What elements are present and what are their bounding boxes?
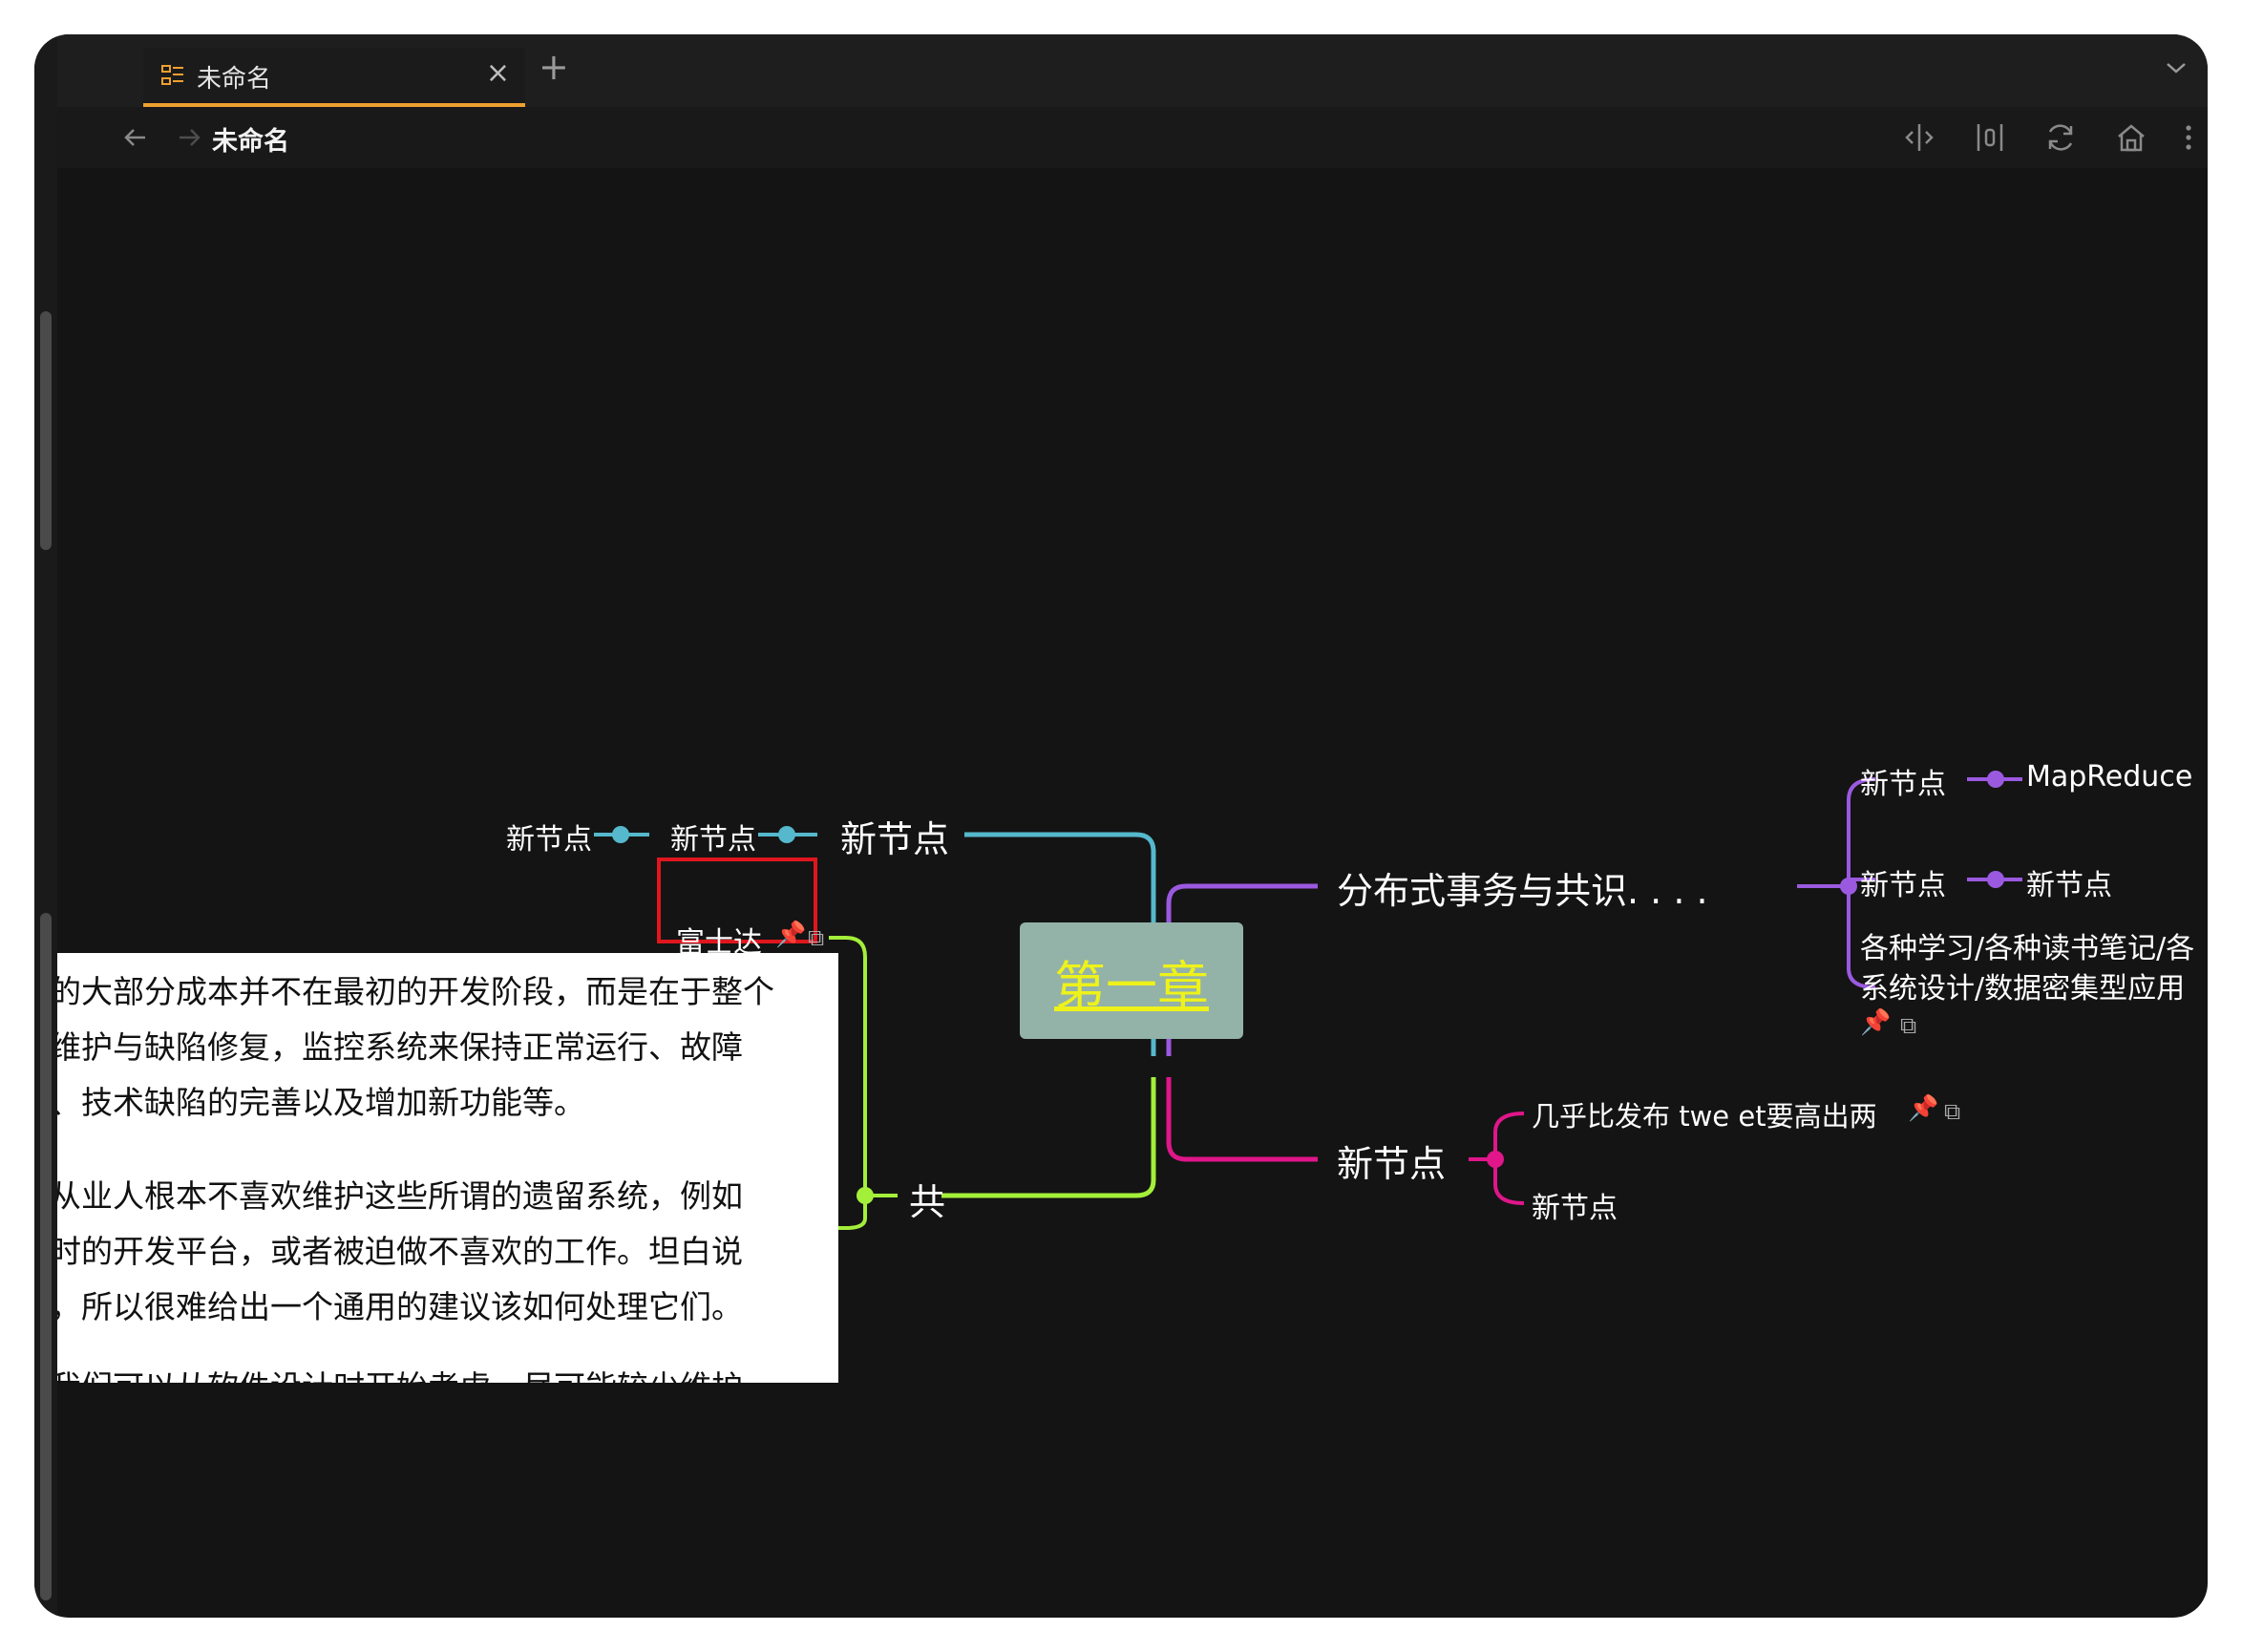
node-b2[interactable]: 新节点: [1337, 1143, 1447, 1185]
tab-untitled[interactable]: 未命名 ×: [143, 48, 525, 107]
external-link-icon[interactable]: ⧉: [808, 924, 825, 951]
back-arrow-icon[interactable]: [116, 118, 155, 157]
pin-icon[interactable]: 📌: [1860, 1008, 1892, 1037]
node-b1-child-2[interactable]: 新节点: [1860, 869, 1946, 902]
snippet-line: 、技术缺陷的完善以及增加新功能等。: [57, 1084, 585, 1121]
snippet-line: 时的开发平台，或者被迫做不喜欢的工作。坦白说: [57, 1233, 743, 1270]
left-gutter: [34, 34, 57, 1618]
split-horizontal-icon[interactable]: [1900, 118, 1938, 157]
highlight-box: [657, 858, 817, 943]
snippet-line: 维护与缺陷修复，监控系统来保持正常运行、故障: [57, 1028, 743, 1066]
mindmap-file-icon: [161, 65, 183, 85]
root-node[interactable]: 第一章: [1020, 922, 1243, 1039]
snippet-line: ，所以很难给出一个通用的建议该如何处理它们。: [57, 1288, 743, 1325]
scrollbar-thumb-top[interactable]: [40, 311, 52, 550]
mindmap-connectors: [594, 771, 2022, 1230]
node-gong[interactable]: 共: [909, 1181, 946, 1223]
embedded-image-snippet[interactable]: 的大部分成本并不在最初的开发阶段，而是在于整个 维护与缺陷修复，监控系统来保持正…: [57, 953, 838, 1383]
node-b2-child-1[interactable]: 几乎比发布 twe et要高出两: [1532, 1100, 1877, 1133]
node-multiline-2[interactable]: 系统设计/数据密集型应用: [1860, 972, 2186, 1006]
scrollbar-thumb-bottom[interactable]: [40, 913, 52, 1600]
node-chain-2[interactable]: 新节点: [670, 823, 756, 857]
app-window: 未命名 × + 未命名: [34, 34, 2208, 1618]
pin-icon[interactable]: 📌: [775, 921, 807, 949]
pin-icon[interactable]: 📌: [1908, 1094, 1939, 1123]
node-b2-child-2[interactable]: 新节点: [1532, 1192, 1618, 1225]
close-icon[interactable]: ×: [485, 56, 510, 90]
node-mapreduce[interactable]: MapReduce: [2026, 760, 2193, 794]
snippet-line: 从业人根本不喜欢维护这些所谓的遗留系统，例如: [57, 1177, 743, 1215]
new-tab-icon[interactable]: +: [539, 46, 569, 88]
tab-bar: 未命名 × +: [57, 34, 2208, 107]
node-b1-grandchild[interactable]: 新节点: [2026, 869, 2112, 902]
node-chain-1[interactable]: 新节点: [506, 823, 592, 857]
external-link-icon[interactable]: ⧉: [1944, 1098, 1961, 1125]
home-icon[interactable]: [2112, 118, 2150, 157]
external-link-icon[interactable]: ⧉: [1900, 1012, 1917, 1039]
mindmap-canvas[interactable]: 第一章 新节点 新节点 新节点 富士达 📌 ⧉ 共 分布式事务与共识. . . …: [57, 168, 2208, 1618]
node-chain-3[interactable]: 新节点: [840, 818, 950, 860]
node-b1-child-1[interactable]: 新节点: [1860, 768, 1946, 801]
node-distributed[interactable]: 分布式事务与共识. . . .: [1337, 870, 1708, 912]
tab-label: 未命名: [197, 65, 272, 94]
center-align-icon[interactable]: [1971, 118, 2009, 157]
snippet-line: 我们可以从软件设计时开始考虑，尽可能较少维护: [57, 1362, 743, 1383]
root-label: 第一章: [1054, 955, 1209, 1016]
refresh-icon[interactable]: [2041, 118, 2080, 157]
breadcrumb: 未命名: [212, 127, 289, 157]
snippet-line: 的大部分成本并不在最初的开发阶段，而是在于整个: [57, 973, 774, 1010]
node-multiline-1[interactable]: 各种学习/各种读书笔记/各: [1860, 932, 2195, 965]
forward-arrow-icon[interactable]: [170, 118, 208, 157]
chevron-down-icon[interactable]: [2162, 53, 2190, 82]
more-options-icon[interactable]: [2169, 118, 2208, 157]
nav-bar: 未命名: [57, 107, 2208, 168]
